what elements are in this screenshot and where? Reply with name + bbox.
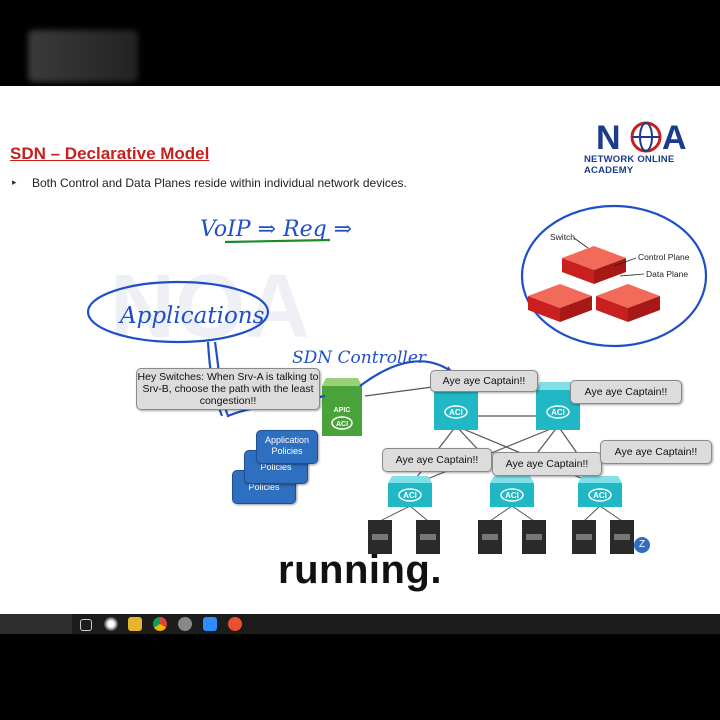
video-letterbox-bottom [0, 634, 720, 720]
applications-annotation: Applications [118, 303, 265, 329]
apic-label: APIC [334, 407, 351, 414]
server-icon [368, 520, 392, 554]
server-icon [522, 520, 546, 554]
browser-icon[interactable] [104, 617, 118, 631]
applications-circle [86, 280, 270, 344]
aci-leaf-switch: ACI [490, 476, 534, 507]
aci-label: ACI [403, 491, 417, 500]
folder-icon[interactable] [128, 617, 142, 631]
server-icon [478, 520, 502, 554]
recorder-icon[interactable] [228, 617, 242, 631]
server-icon [416, 520, 440, 554]
slide-title: SDN – Declarative Model [10, 144, 210, 163]
aci-label: ACI [593, 491, 607, 500]
switch-stack-icon [528, 246, 660, 322]
aye-bubble: Aye aye Captain!! [492, 452, 602, 476]
apic-controller: APIC ACI [322, 378, 362, 436]
switch-label: Switch [550, 232, 575, 242]
academy-logo: N A [596, 119, 687, 156]
blurred-overlay [28, 30, 138, 82]
application-policy-card: Application Policies [256, 430, 318, 464]
aci-leaf-switch: ACI [578, 476, 622, 507]
sdn-controller-annotation: SDN Controller [292, 348, 427, 368]
voip-annotation: VoIP ⇒ Req ⇒ [200, 217, 352, 242]
aye-bubble: Aye aye Captain!! [600, 440, 712, 464]
bullet-arrow-icon: ▸ [12, 177, 17, 187]
logo-letter-n: N [596, 119, 621, 156]
aci-label: ACI [336, 421, 348, 428]
server-icon [610, 520, 634, 554]
aye-bubble: Aye aye Captain!! [570, 380, 682, 404]
app-icon[interactable] [178, 617, 192, 631]
annotation-arrow [359, 360, 453, 387]
aci-spine-switch: ACI [434, 382, 478, 430]
network-diagram: ACI ACI ACI ACI ACI [86, 204, 708, 554]
data-plane-label: Data Plane [646, 269, 688, 279]
control-plane-label: Control Plane [638, 252, 690, 262]
taskbar-search-box[interactable] [0, 614, 72, 634]
task-view-icon[interactable] [80, 619, 92, 631]
aci-label: ACI [449, 408, 463, 417]
zoom-badge-icon[interactable]: Z [634, 537, 650, 553]
server-icon [572, 520, 596, 554]
aci-label: ACI [551, 408, 565, 417]
aye-bubble: Aye aye Captain!! [382, 448, 492, 472]
zoom-icon[interactable] [203, 617, 217, 631]
logo-letter-a: A [662, 119, 687, 156]
logo-subtitle: NETWORK ONLINE ACADEMY [584, 154, 675, 176]
chrome-icon[interactable] [153, 617, 167, 631]
presentation-slide: SDN – Declarative Model ▸ Both Control a… [0, 86, 720, 614]
aye-bubble: Aye aye Captain!! [430, 370, 538, 392]
hey-switches-bubble: Hey Switches: When Srv-A is talking to S… [136, 368, 320, 410]
slide-bullet: Both Control and Data Planes reside with… [32, 176, 407, 190]
video-caption: running. [278, 548, 442, 592]
aci-leaf-switch: ACI [388, 476, 432, 507]
aci-label: ACI [505, 491, 519, 500]
control-data-plane-circle [520, 204, 708, 348]
